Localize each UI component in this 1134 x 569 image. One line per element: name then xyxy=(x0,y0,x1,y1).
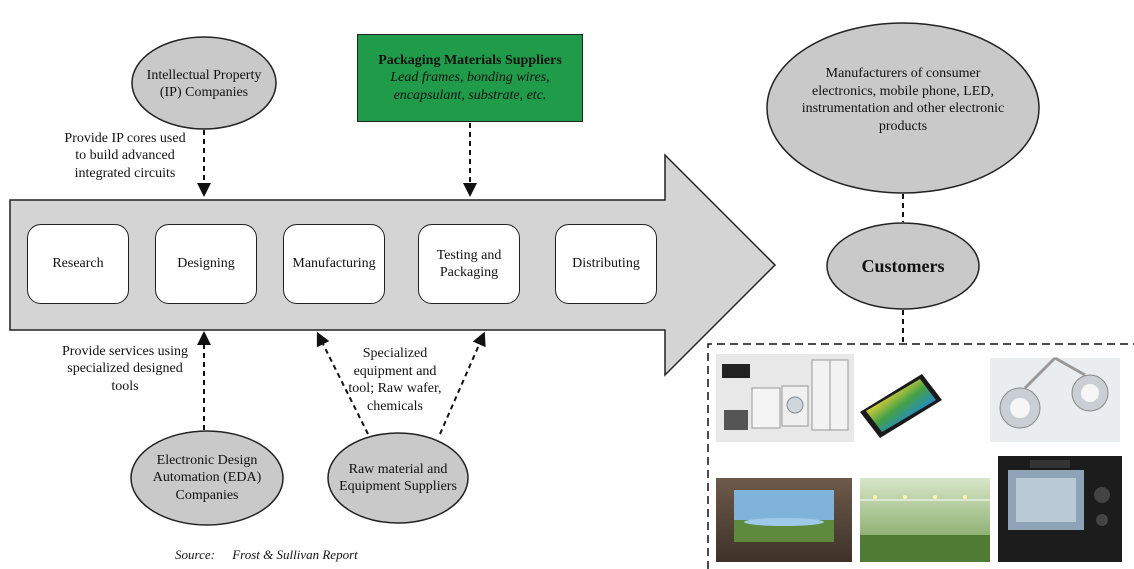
stage-research: Research xyxy=(27,224,129,304)
customers-label: Customers xyxy=(861,255,945,276)
electronics-appliances-photo xyxy=(716,354,854,442)
stage-designing: Designing xyxy=(155,224,257,304)
camera-photo xyxy=(998,456,1122,562)
eda-note: Provide services using specialized desig… xyxy=(62,343,188,394)
ip-companies-label: Intellectual Property (IP) Companies xyxy=(146,67,262,101)
stage-distributing: Distributing xyxy=(555,224,657,304)
eda-companies-ellipse xyxy=(130,430,284,526)
packaging-suppliers-subtitle: Lead frames, bonding wires, encapsulant,… xyxy=(390,70,550,103)
process-arrow xyxy=(9,153,777,377)
raw-suppliers-ellipse xyxy=(327,432,469,524)
packaging-suppliers-box: Packaging Materials Suppliers Lead frame… xyxy=(357,34,583,122)
manufacturers-label: Manufacturers of consumer electronics, m… xyxy=(801,66,1005,134)
ip-note: Provide IP cores used to build advanced … xyxy=(64,130,186,181)
source-label: Source: xyxy=(175,547,215,562)
raw-suppliers-label: Raw material and Equipment Suppliers xyxy=(339,461,457,495)
manufacturers-ellipse xyxy=(766,22,1040,194)
source-note: Source: Frost & Sullivan Report xyxy=(175,547,358,563)
raw-note: Specialized equipment and tool; Raw wafe… xyxy=(348,346,442,414)
led-display-wall-photo xyxy=(716,478,852,562)
surgical-lights-photo xyxy=(990,356,1120,442)
customers-ellipse xyxy=(826,222,980,310)
products-dashed-box xyxy=(707,343,1134,569)
source-text: Frost & Sullivan Report xyxy=(232,547,358,562)
stage-testing-packaging: Testing and Packaging xyxy=(418,224,520,304)
ip-companies-ellipse xyxy=(131,36,277,130)
greenhouse-led-photo xyxy=(860,478,990,562)
eda-companies-label: Electronic Design Automation (EDA) Compa… xyxy=(152,452,262,503)
stage-manufacturing: Manufacturing xyxy=(283,224,385,304)
packaging-suppliers-title: Packaging Materials Suppliers xyxy=(378,52,562,68)
smartphone-photo xyxy=(856,360,942,440)
